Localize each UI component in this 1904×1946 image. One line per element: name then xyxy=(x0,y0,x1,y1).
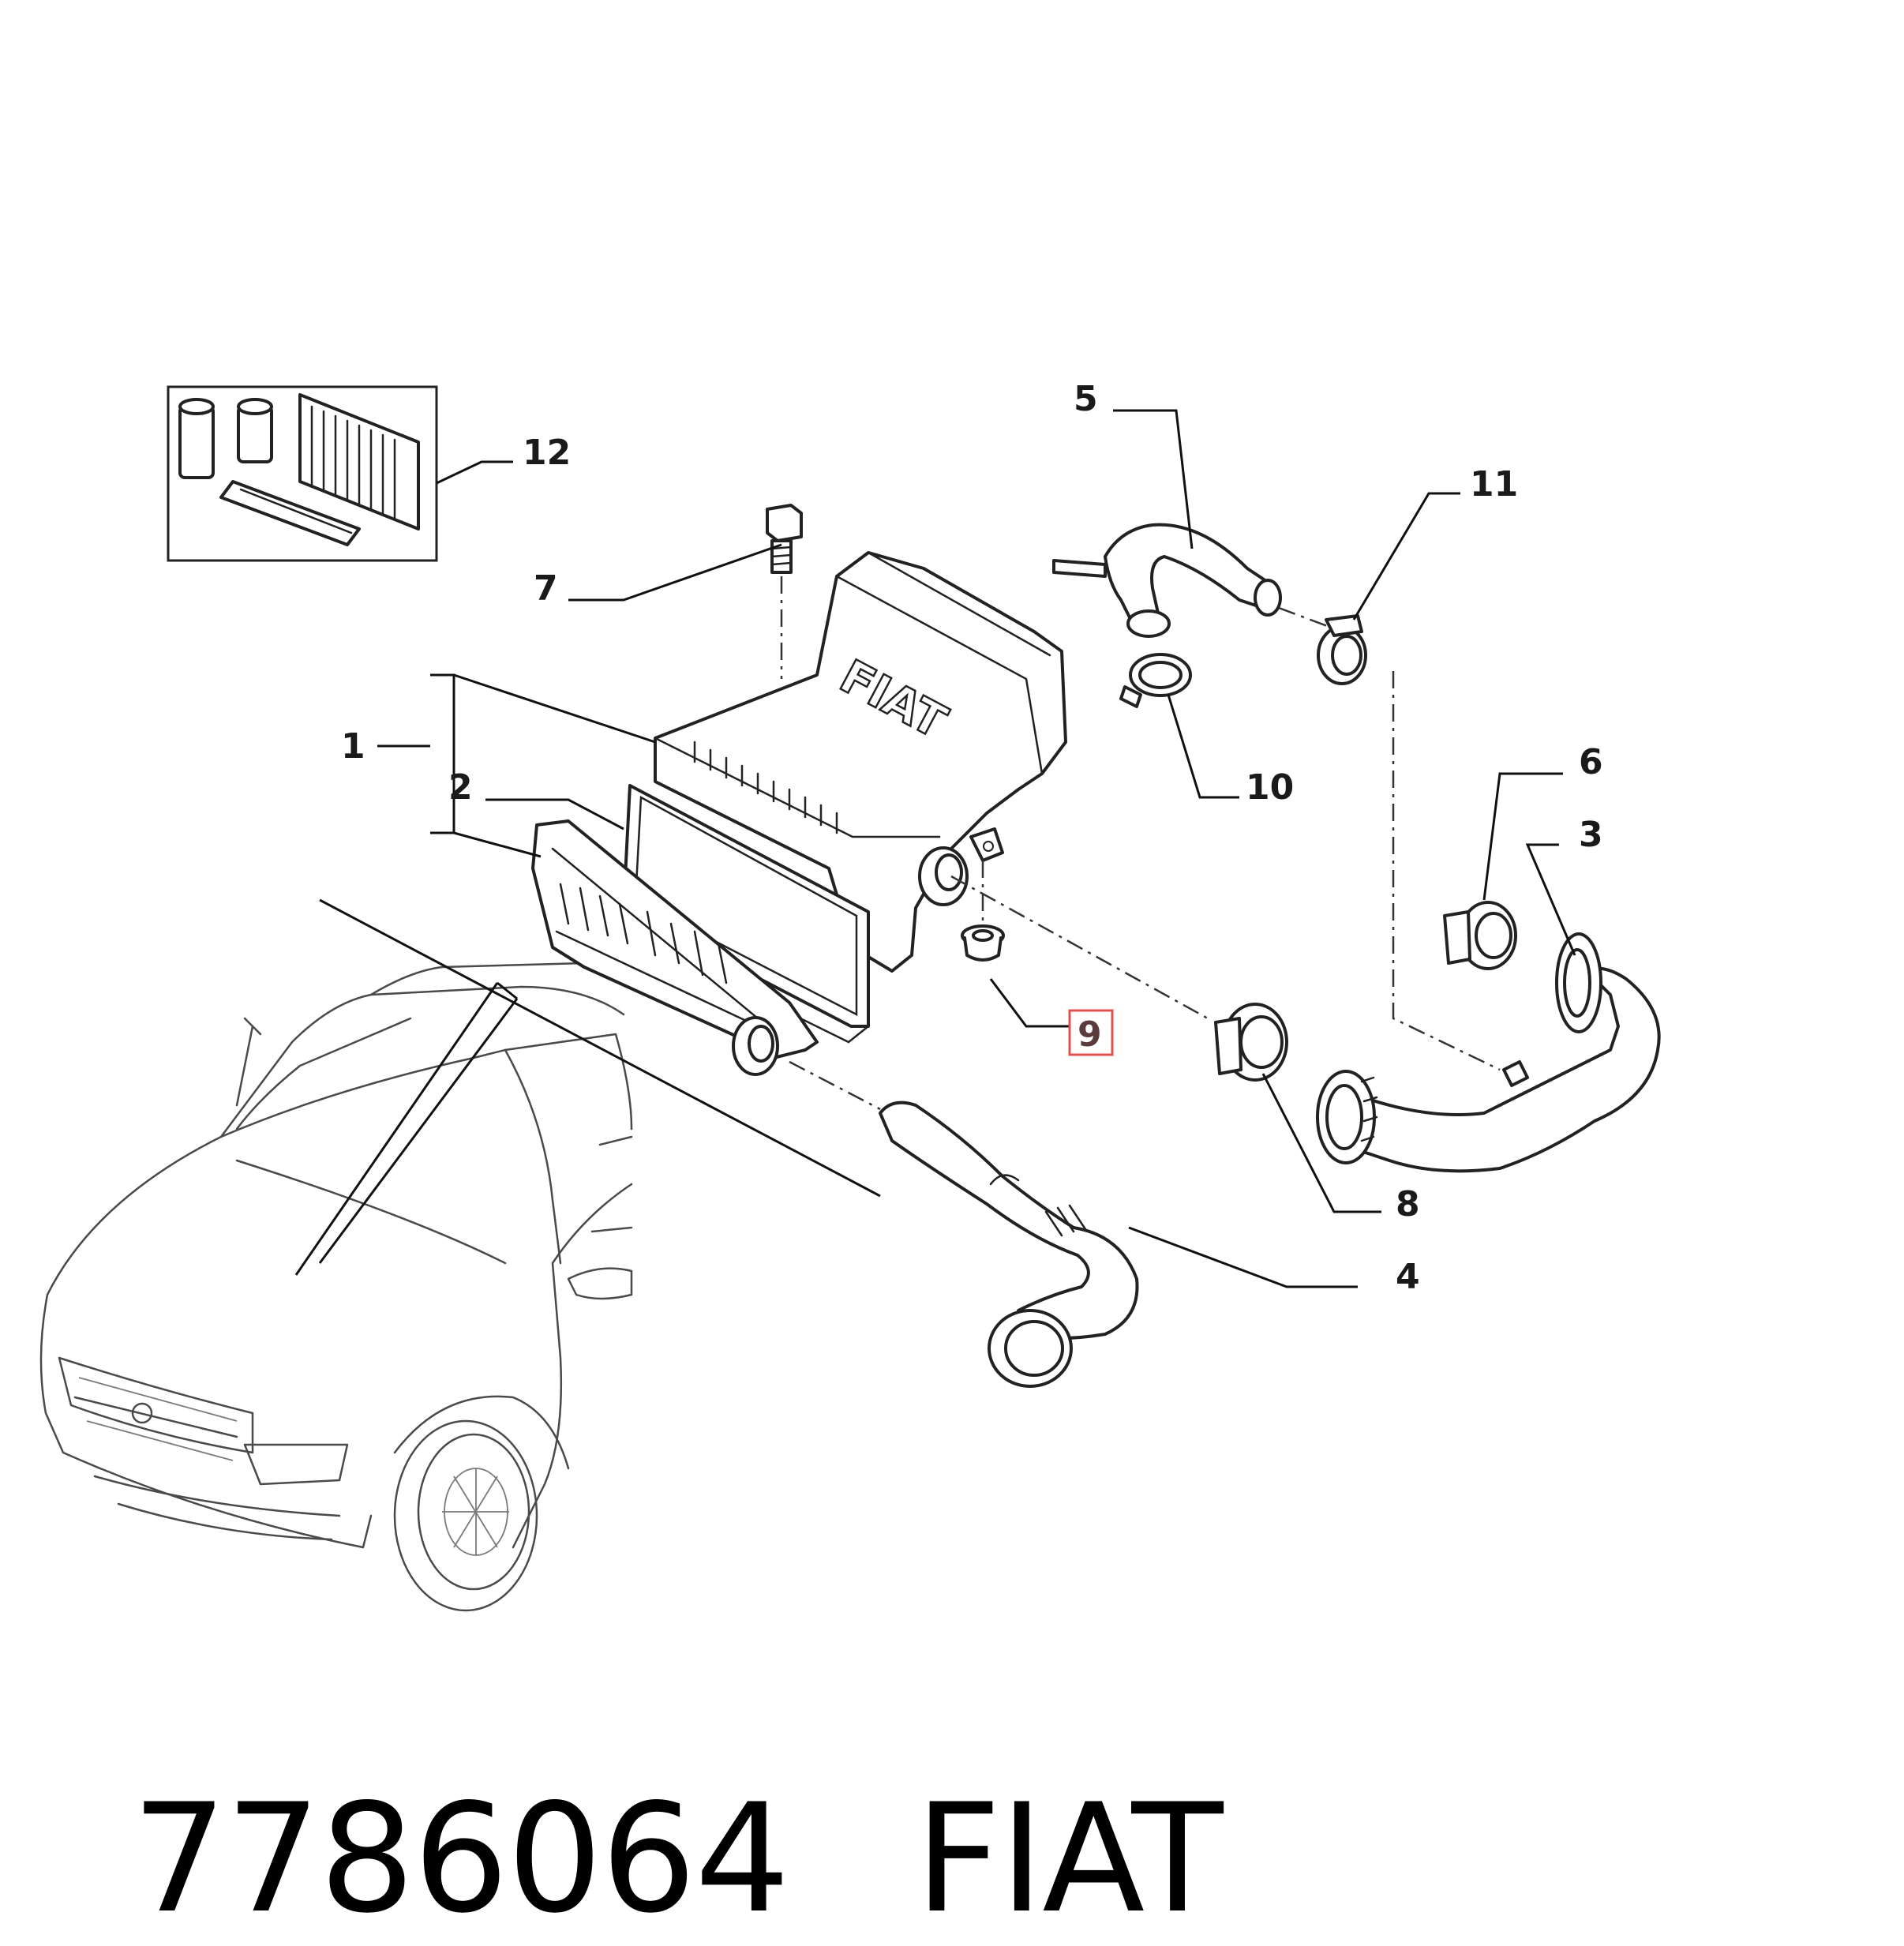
callout-2[interactable]: 2 xyxy=(448,767,473,808)
callout-11[interactable]: 11 xyxy=(1470,464,1518,504)
callout-9[interactable]: 9 xyxy=(1078,1014,1102,1055)
callout-9-highlight xyxy=(1068,1009,1114,1056)
air-box-housing: FIAT xyxy=(531,551,1067,1076)
grommet-illustration xyxy=(961,924,1005,962)
callout-5[interactable]: 5 xyxy=(1074,379,1098,419)
callout-3[interactable]: 3 xyxy=(1579,815,1603,855)
inlet-hose-illustration xyxy=(879,1100,1139,1388)
service-kit-illustration xyxy=(167,385,438,562)
footer: 7786064 FIAT xyxy=(39,1634,1224,1946)
clamp-10-illustration xyxy=(1119,653,1192,708)
callout-4[interactable]: 4 xyxy=(1396,1257,1420,1297)
callout-6[interactable]: 6 xyxy=(1579,742,1603,782)
callout-7[interactable]: 7 xyxy=(534,568,558,609)
clamp-8-illustration xyxy=(1214,1003,1288,1082)
callout-12[interactable]: 12 xyxy=(523,433,571,473)
callout-10[interactable]: 10 xyxy=(1246,767,1294,808)
bolt-illustration xyxy=(766,504,803,574)
clamp-11-illustration xyxy=(1317,614,1367,685)
brand-name: FIAT xyxy=(914,1772,1224,1946)
callout-8[interactable]: 8 xyxy=(1396,1184,1420,1224)
car-illustration xyxy=(39,962,649,1612)
upper-hose-illustration xyxy=(1052,523,1282,638)
parts-diagram: 12 7 FIAT 1 2 xyxy=(39,379,1661,1612)
lower-hose-illustration xyxy=(1316,932,1661,1173)
callout-1[interactable]: 1 xyxy=(341,726,365,767)
clamp-6-illustration xyxy=(1443,901,1517,970)
part-number: 7786064 xyxy=(131,1772,790,1946)
